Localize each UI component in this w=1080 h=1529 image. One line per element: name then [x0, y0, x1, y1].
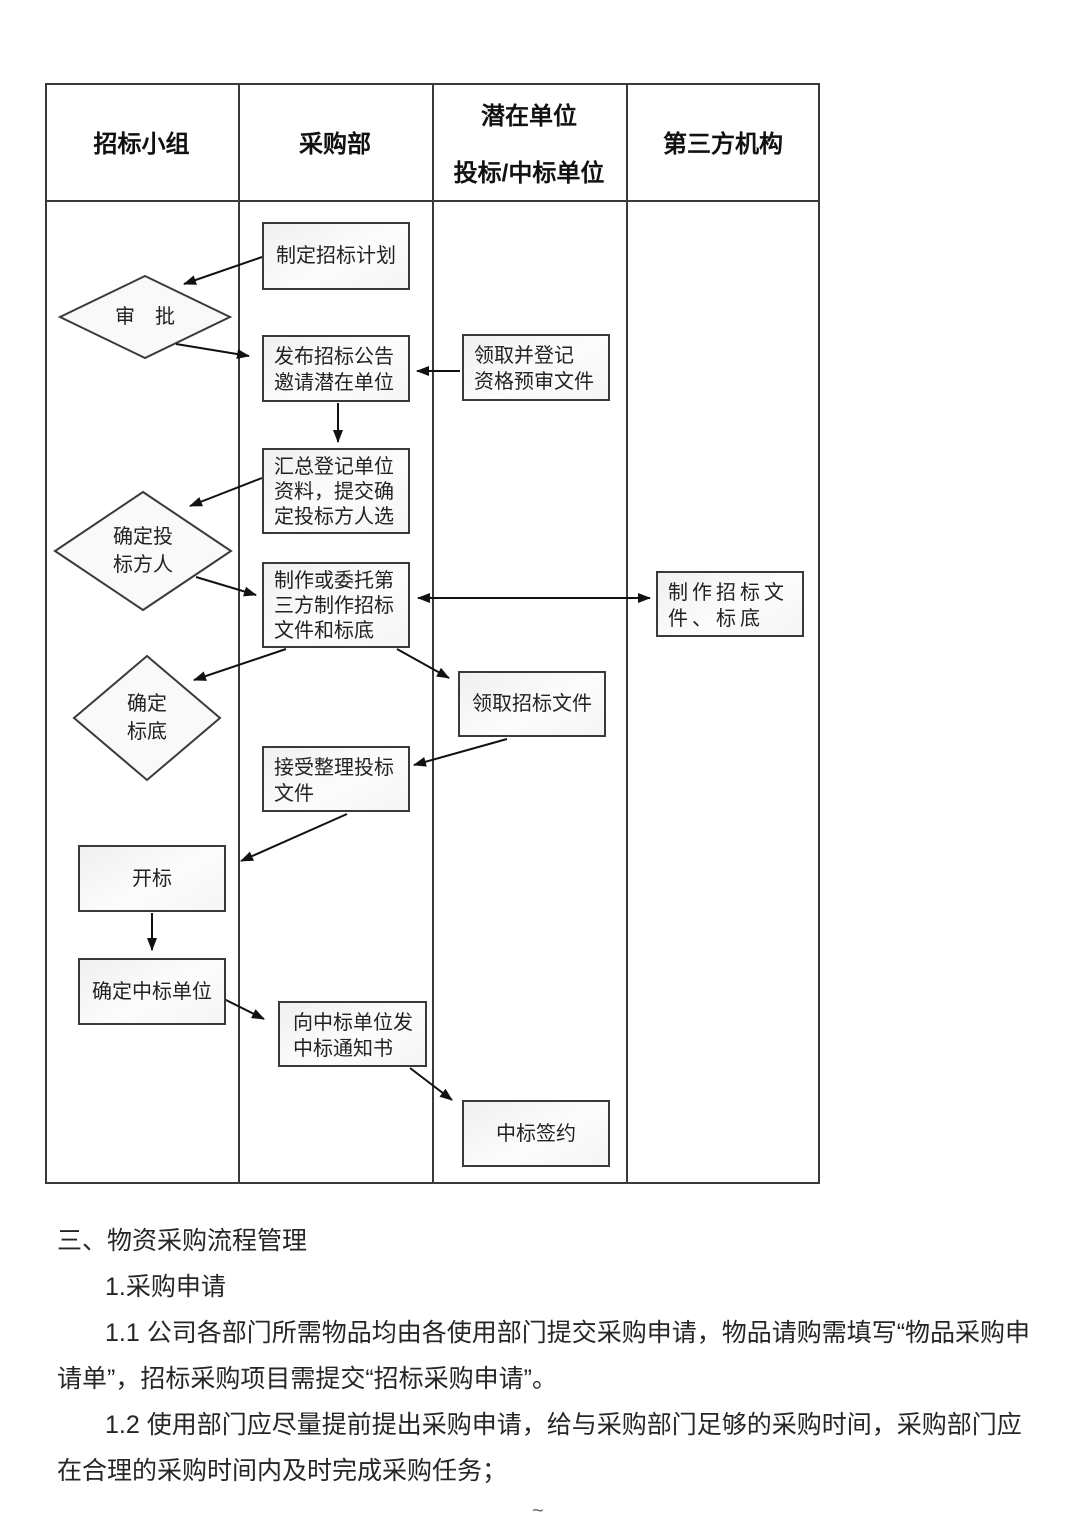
lane-divider-1 [238, 85, 240, 1182]
node-accept-organize-bids: 接受整理投标 文件 [262, 746, 410, 812]
node-get-bidding-docs: 领取招标文件 [458, 671, 606, 737]
lane-header-potential-units: 潜在单位 投标/中标单位 [432, 83, 626, 200]
page-bottom-mark: ~ [532, 1500, 544, 1522]
lane-label: 第三方机构 [663, 131, 783, 158]
arrow-plan-to-approve [183, 256, 263, 285]
node-make-bidding-plan: 制定招标计划 [262, 222, 410, 290]
arrow-approve-to-announce [175, 343, 250, 359]
diamond-label-approve: 审 批 [115, 306, 175, 328]
lane-label: 投标/中标单位 [453, 159, 605, 187]
paragraph-1-2-line-1: 1.2 使用部门应尽量提前提出采购申请，给与采购部门足够的采购时间，采购部门应 [105, 1411, 1022, 1439]
lane-header-procurement-dept: 采购部 [238, 83, 432, 200]
body-text: 三、物资采购流程管理 1.采购申请 1.1 公司各部门所需物品均由各使用部门提交… [57, 1218, 1052, 1494]
arrow-summarize-to-select [189, 477, 263, 507]
node-make-or-entrust-docs: 制作或委托第 三方制作招标 文件和标底 [262, 562, 410, 648]
node-open-bids: 开标 [78, 845, 226, 912]
paragraph-1-1-line-1: 1.1 公司各部门所需物品均由各使用部门提交采购申请，物品请购需填写“物品采购申 [105, 1319, 1031, 1347]
paragraph-1-2-line-2: 在合理的采购时间内及时完成采购任务； [57, 1457, 508, 1485]
arrow-makedocs-to-baseprice [193, 648, 287, 681]
swimlane-grid [45, 83, 820, 1184]
node-receive-prequalification-docs: 领取并登记 资格预审文件 [462, 334, 610, 401]
arrow-getdocs-to-accept [413, 738, 508, 767]
paragraph-1-1-line-2: 请单”，招标采购项目需提交“招标采购申请”。 [57, 1365, 557, 1393]
lane-label: 潜在单位 [481, 102, 577, 130]
arrow-makedocs-to-getdocs [396, 648, 450, 679]
lane-label: 招标小组 [93, 131, 190, 158]
node-third-party-make-docs: 制作招标文件、标底 [656, 571, 804, 637]
node-sign-contract: 中标签约 [462, 1100, 610, 1167]
header-divider [47, 200, 818, 202]
lane-divider-2 [432, 85, 434, 1182]
node-send-award-notice: 向中标单位发 中标通知书 [278, 1001, 427, 1067]
node-summarize-registration-data: 汇总登记单位 资料，提交确 定投标方人选 [262, 448, 410, 534]
subsection-heading: 1.采购申请 [105, 1273, 226, 1301]
node-publish-announcement: 发布招标公告 邀请潜在单位 [262, 335, 410, 402]
node-determine-winner: 确定中标单位 [78, 958, 226, 1025]
lane-header-third-party: 第三方机构 [626, 83, 820, 200]
diamond-label-select-bidders: 确定投 标方人 [113, 526, 173, 576]
diamond-set-base-price [72, 654, 222, 782]
section-heading: 三、物资采购流程管理 [57, 1227, 308, 1255]
arrow-accept-to-open [240, 813, 348, 862]
arrow-winner-to-notice [223, 998, 265, 1020]
lane-divider-3 [626, 85, 628, 1182]
diamond-label-set-base-price: 确定 标底 [127, 693, 167, 743]
diamond-approve [57, 274, 233, 360]
lane-header-bidding-team: 招标小组 [45, 83, 238, 200]
diamond-select-bidders [53, 490, 233, 612]
lane-label: 采购部 [299, 131, 371, 158]
arrow-notice-to-sign [409, 1067, 453, 1101]
arrow-select-to-makedocs [195, 576, 257, 597]
